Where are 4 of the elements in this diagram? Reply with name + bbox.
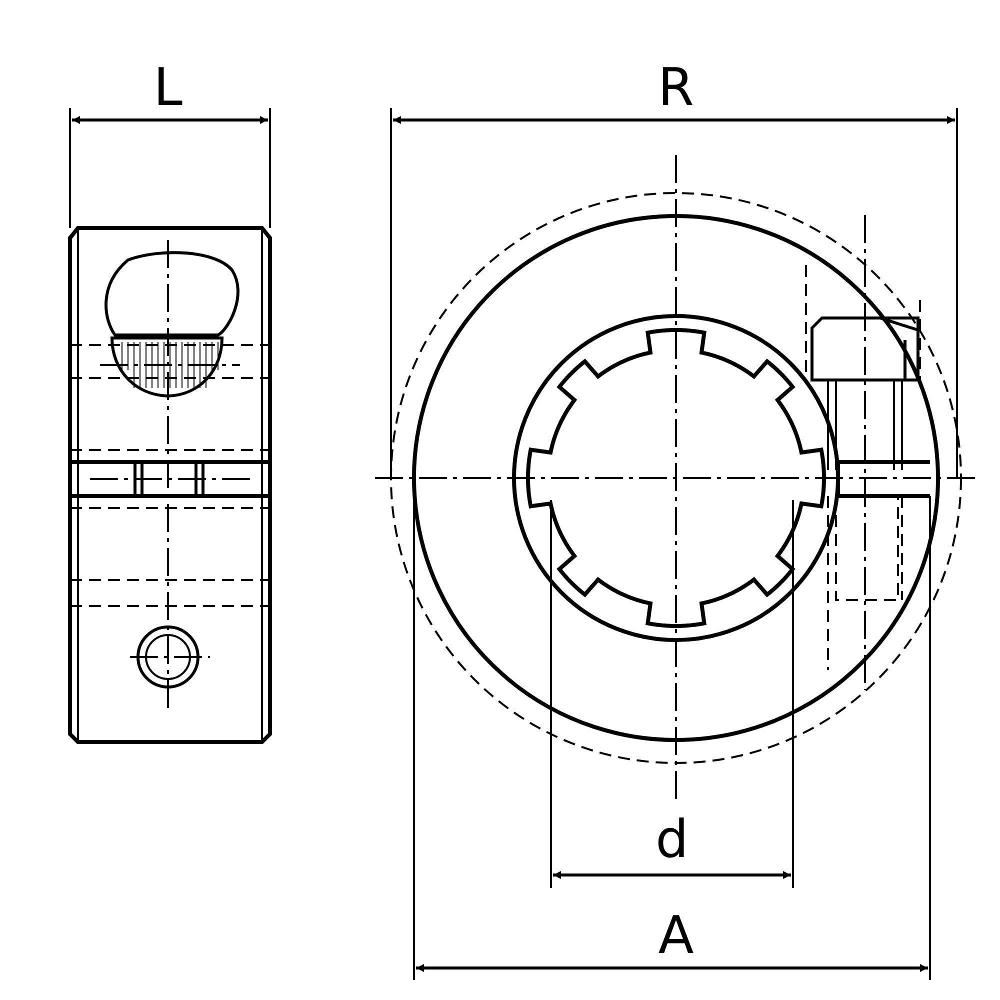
- dimension-label: L: [154, 62, 182, 114]
- dimension-label: d: [656, 814, 688, 866]
- dimension-label: R: [658, 62, 694, 114]
- dimension-label: A: [658, 910, 694, 962]
